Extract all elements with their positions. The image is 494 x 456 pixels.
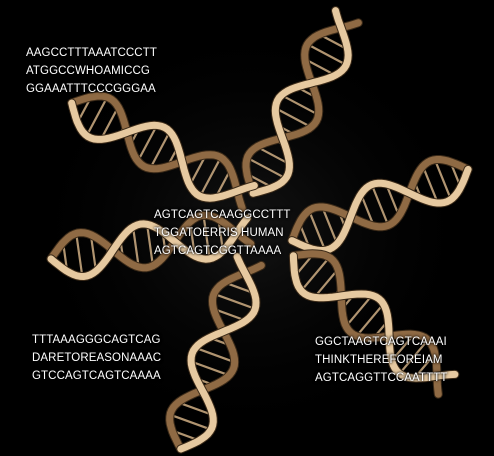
helix-rung <box>136 124 158 162</box>
caption-line: ATGGCCWHOAMICCG <box>26 65 150 77</box>
helix-rung <box>99 106 120 140</box>
caption-line: GGCTAAGTCAGTCAAAI <box>315 336 447 348</box>
helix-rung <box>385 183 401 217</box>
helix-rung <box>256 145 290 166</box>
helix-rung <box>398 339 429 375</box>
helix-strand <box>68 92 246 212</box>
helix-rung <box>274 107 312 129</box>
helix-rung <box>313 268 339 299</box>
helix-rung <box>85 96 109 137</box>
dna-helix <box>46 210 256 282</box>
dna-helix <box>288 249 460 399</box>
helix-rung <box>300 256 331 292</box>
helix-rung <box>321 206 339 245</box>
helix-rung <box>199 156 222 197</box>
caption-line: AGTCAGTCGGTTAAAA <box>154 245 282 257</box>
helix-strand <box>166 261 265 453</box>
helix-rung <box>188 154 207 186</box>
helix-rung <box>131 226 140 268</box>
helix-rung <box>75 233 84 277</box>
helix-strand <box>68 99 258 202</box>
helix-strand <box>289 252 459 382</box>
dna-caption-top-left: AAGCCTTTAAATCCCTT ATGGCCWHOAMICCG GGAAAT… <box>26 44 157 98</box>
helix-strand <box>177 253 260 453</box>
helix-strand <box>249 7 352 197</box>
helix-rung <box>308 210 327 251</box>
caption-line: GTCCAGTCAGTCAAAA <box>32 370 161 382</box>
helix-rung <box>421 165 439 204</box>
dna-helix <box>287 155 473 255</box>
helix-rung <box>306 43 347 66</box>
dna-caption-center: AGTCAGTCAAGGCCTTT TGGATOERRIS HUMAN AGTC… <box>154 206 291 260</box>
dna-caption-bottom-left: TTTAAAGGGCAGTCAG DARETOREASONAAAC GTCCAG… <box>32 331 161 385</box>
dna-helix <box>67 91 259 213</box>
helix-rung <box>188 221 196 257</box>
dna-helix <box>165 252 266 454</box>
helix-rung <box>390 333 415 362</box>
helix-rung <box>145 224 155 266</box>
caption-line: GGAAATTTCCCGGGAA <box>26 83 156 95</box>
helix-group <box>46 6 473 454</box>
caption-line: THINKTHEREFOREIAM <box>315 354 443 366</box>
dna-helix <box>241 6 363 198</box>
helix-strand <box>288 156 472 245</box>
caption-line: TGGATOERRIS HUMAN <box>154 227 284 239</box>
helix-rung <box>149 131 171 169</box>
helix-rung <box>433 159 452 200</box>
helix-rung <box>304 58 336 77</box>
helix-rung <box>370 184 390 226</box>
helix-strand <box>289 250 442 398</box>
helix-strand <box>288 165 472 254</box>
helix-rung <box>202 215 211 259</box>
helix-rung <box>359 193 375 227</box>
caption-line: AAGCCTTTAAATCCCTT <box>26 47 157 59</box>
dna-caption-bottom-right: GGCTAAGTCAGTCAAAI THINKTHEREFOREIAM AGTC… <box>315 333 447 387</box>
caption-line: DARETOREASONAAAC <box>32 352 162 364</box>
helix-rung <box>355 303 385 337</box>
helix-rung <box>213 307 247 322</box>
helix-rung <box>177 401 214 417</box>
helix-rung <box>281 94 319 116</box>
caption-line: AGTCAGTCAAGGCCTTT <box>154 209 291 221</box>
helix-strand <box>47 214 251 281</box>
helix-strand <box>242 19 362 197</box>
helix-rung <box>213 292 256 310</box>
helix-rung <box>246 156 287 180</box>
helix-rung <box>190 360 230 377</box>
helix-strand <box>47 211 255 272</box>
caption-line: AGTCAGGTTCCAATTTT <box>315 372 448 384</box>
caption-line: TTTAAAGGGCAGTCAG <box>32 334 161 346</box>
helix-rung <box>345 294 373 328</box>
helix-rung <box>89 234 98 272</box>
helix-rung <box>169 413 212 431</box>
helix-rung <box>194 346 236 364</box>
